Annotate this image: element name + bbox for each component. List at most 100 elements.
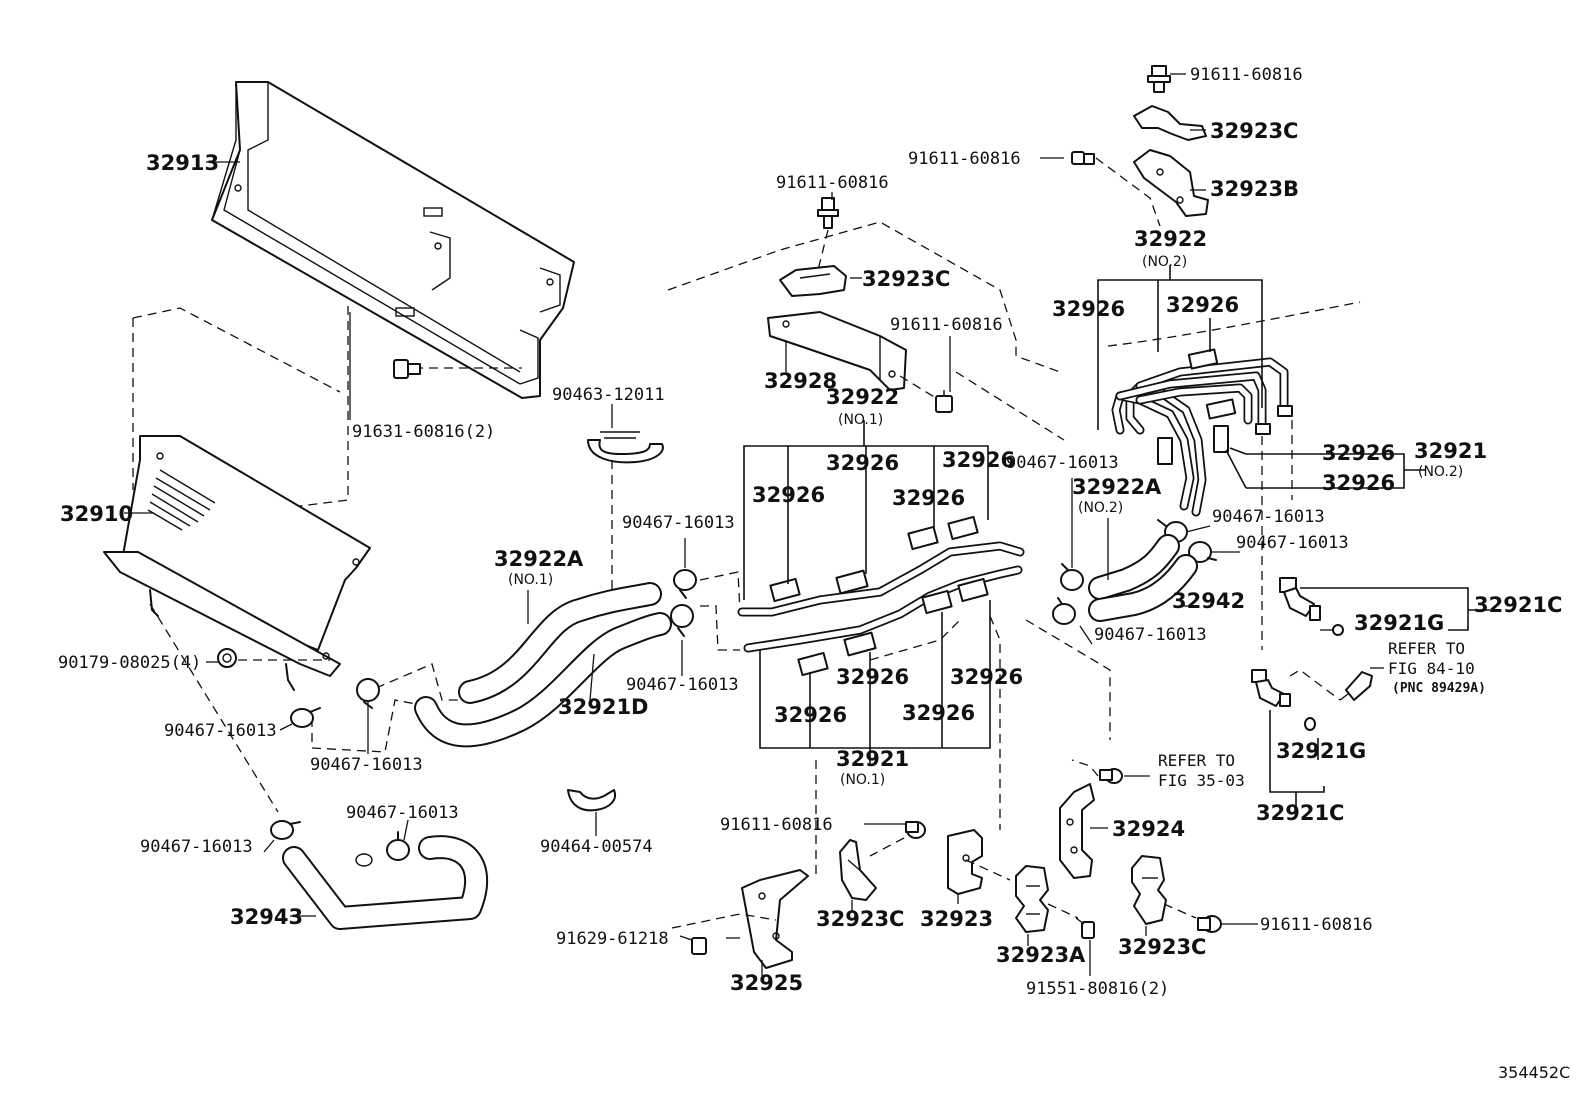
part-label-90467-16013[interactable]: 90467-16013 (310, 755, 423, 775)
hose-32926-icon[interactable] (907, 525, 939, 551)
clamp-icon[interactable] (356, 678, 380, 709)
clamp-icon[interactable] (270, 820, 301, 840)
bolt-91611-icon[interactable] (905, 821, 926, 839)
part-label-90467-16013[interactable]: 90467-16013 (346, 803, 459, 823)
bolt-91611-icon[interactable] (1099, 768, 1123, 784)
sensor-89429a-icon[interactable] (1339, 671, 1373, 701)
part-label-90467-16013[interactable]: 90467-16013 (164, 721, 277, 741)
part-label-90467-16013[interactable]: 90467-16013 (626, 675, 739, 695)
hose-32926-icon[interactable] (797, 651, 829, 677)
part-label-32926[interactable]: 32926 (836, 665, 909, 689)
part-label-32926[interactable]: 32926 (1166, 293, 1239, 317)
part-label-90467-16013[interactable]: 90467-16013 (140, 837, 253, 857)
hose-32922a-no1[interactable] (458, 582, 662, 704)
clamp-icon[interactable] (386, 831, 410, 861)
part-label-32923c[interactable]: 32923C (862, 267, 950, 291)
clamp-icon[interactable] (290, 707, 321, 728)
part-label-32922a[interactable]: 32922A (494, 547, 584, 571)
part-label-32913[interactable]: 32913 (146, 151, 219, 175)
o-ring-32921g-icon[interactable] (1332, 624, 1344, 636)
clamp-icon[interactable] (670, 604, 694, 637)
bracket-32924[interactable] (1059, 783, 1095, 879)
part-label-91611-60816[interactable]: 91611-60816 (1190, 65, 1303, 85)
part-label-32922a[interactable]: 32922A (1072, 475, 1162, 499)
bolt-91551-icon[interactable] (1075, 917, 1095, 939)
part-label-91611-60816[interactable]: 91611-60816 (720, 815, 833, 835)
part-label-32923c[interactable]: 32923C (816, 907, 904, 931)
part-label-32926[interactable]: 32926 (902, 701, 975, 725)
part-label-32942[interactable]: 32942 (1172, 589, 1245, 613)
bolt-91611-icon[interactable] (1197, 915, 1222, 933)
bolt-91631-icon[interactable] (393, 359, 421, 379)
hose-32943[interactable] (282, 835, 489, 930)
pipe-32921-no1[interactable] (737, 541, 1025, 653)
part-label-90467-16013[interactable]: 90467-16013 (1212, 507, 1325, 527)
part-label-32921d[interactable]: 32921D (558, 695, 649, 719)
part-label-32923c[interactable]: 32923C (1210, 119, 1298, 143)
part-label-90467-16013[interactable]: 90467-16013 (1094, 625, 1207, 645)
clamp-32923c-icon[interactable] (839, 839, 877, 901)
part-label-32926[interactable]: 32926 (1322, 471, 1395, 495)
hose-32926-icon[interactable] (1187, 348, 1219, 370)
part-label-90463-12011[interactable]: 90463-12011 (552, 385, 665, 405)
part-label-91611-60816[interactable]: 91611-60816 (776, 173, 889, 193)
part-label-32926[interactable]: 32926 (774, 703, 847, 727)
part-label-91611-60816[interactable]: 91611-60816 (1260, 915, 1373, 935)
nut-90179-icon[interactable] (217, 648, 237, 668)
hose-32922a-no2[interactable] (1088, 534, 1180, 600)
part-label-32910[interactable]: 32910 (60, 502, 133, 526)
o-ring-32921g-icon[interactable] (1304, 717, 1316, 731)
part-label-32924[interactable]: 32924 (1112, 817, 1185, 841)
clamp-icon[interactable] (1188, 541, 1217, 563)
clamp-icon[interactable] (673, 569, 697, 599)
refer-fig-84-10-pnc[interactable]: (PNC 89429A) (1392, 681, 1486, 696)
fitting-32921c-icon[interactable] (1279, 577, 1321, 621)
part-label-32926[interactable]: 32926 (942, 448, 1015, 472)
shroud-32913[interactable] (211, 81, 575, 399)
clamp-32923c-icon[interactable] (1133, 105, 1207, 141)
part-label-32921[interactable]: 32921 (1414, 439, 1487, 463)
fitting-32921c-icon[interactable] (1251, 669, 1291, 707)
hose-32942[interactable] (1088, 554, 1198, 622)
part-label-32921g[interactable]: 32921G (1354, 611, 1444, 635)
part-label-32923b[interactable]: 32923B (1210, 177, 1299, 201)
part-label-32923a[interactable]: 32923A (996, 943, 1086, 967)
bracket-32923b[interactable] (1133, 149, 1209, 217)
part-label-32921c[interactable]: 32921C (1256, 801, 1344, 825)
bolt-91611-icon[interactable] (1147, 65, 1171, 93)
part-label-32922[interactable]: 32922 (1134, 227, 1207, 251)
hose-32926-icon[interactable] (957, 577, 989, 603)
part-label-32926[interactable]: 32926 (950, 665, 1023, 689)
refer-fig-35-03[interactable]: FIG 35-03 (1158, 771, 1245, 790)
hose-32921d[interactable] (414, 612, 672, 748)
part-label-32921c[interactable]: 32921C (1474, 593, 1562, 617)
hose-32926-icon[interactable] (1157, 437, 1173, 465)
bracket-32925[interactable] (741, 869, 809, 969)
hose-32926-icon[interactable] (947, 515, 979, 541)
part-label-32943[interactable]: 32943 (230, 905, 303, 929)
refer-fig-35-03[interactable]: REFER TO (1158, 751, 1235, 770)
hose-32926-icon[interactable] (921, 589, 953, 615)
part-label-90467-16013[interactable]: 90467-16013 (622, 513, 735, 533)
bolt-91611-icon[interactable] (817, 197, 839, 229)
part-label-90467-16013[interactable]: 90467-16013 (1236, 533, 1349, 553)
part-label-32921[interactable]: 32921 (836, 747, 909, 771)
part-label-32925[interactable]: 32925 (730, 971, 803, 995)
clamp-icon[interactable] (1060, 563, 1084, 591)
hose-32926-icon[interactable] (769, 577, 801, 603)
bracket-32928[interactable] (767, 311, 907, 391)
part-label-32926[interactable]: 32926 (826, 451, 899, 475)
hose-32926-icon[interactable] (835, 569, 869, 595)
clamp-32923-icon[interactable] (947, 829, 983, 895)
hose-32926-icon[interactable] (843, 631, 877, 657)
part-label-91631-60816[interactable]: 91631-60816(2) (352, 422, 495, 442)
part-label-91629-61218[interactable]: 91629-61218 (556, 929, 669, 949)
part-label-91611-60816[interactable]: 91611-60816 (908, 149, 1021, 169)
bolt-91611-icon[interactable] (935, 390, 953, 413)
part-label-91611-60816[interactable]: 91611-60816 (890, 315, 1003, 335)
clamp-icon[interactable] (1052, 597, 1076, 625)
part-label-90179-08025[interactable]: 90179-08025(4) (58, 653, 201, 673)
refer-fig-84-10[interactable]: FIG 84-10 (1388, 659, 1475, 678)
hose-32926-icon[interactable] (1213, 425, 1229, 453)
clamp-32923c-icon[interactable] (779, 265, 847, 297)
